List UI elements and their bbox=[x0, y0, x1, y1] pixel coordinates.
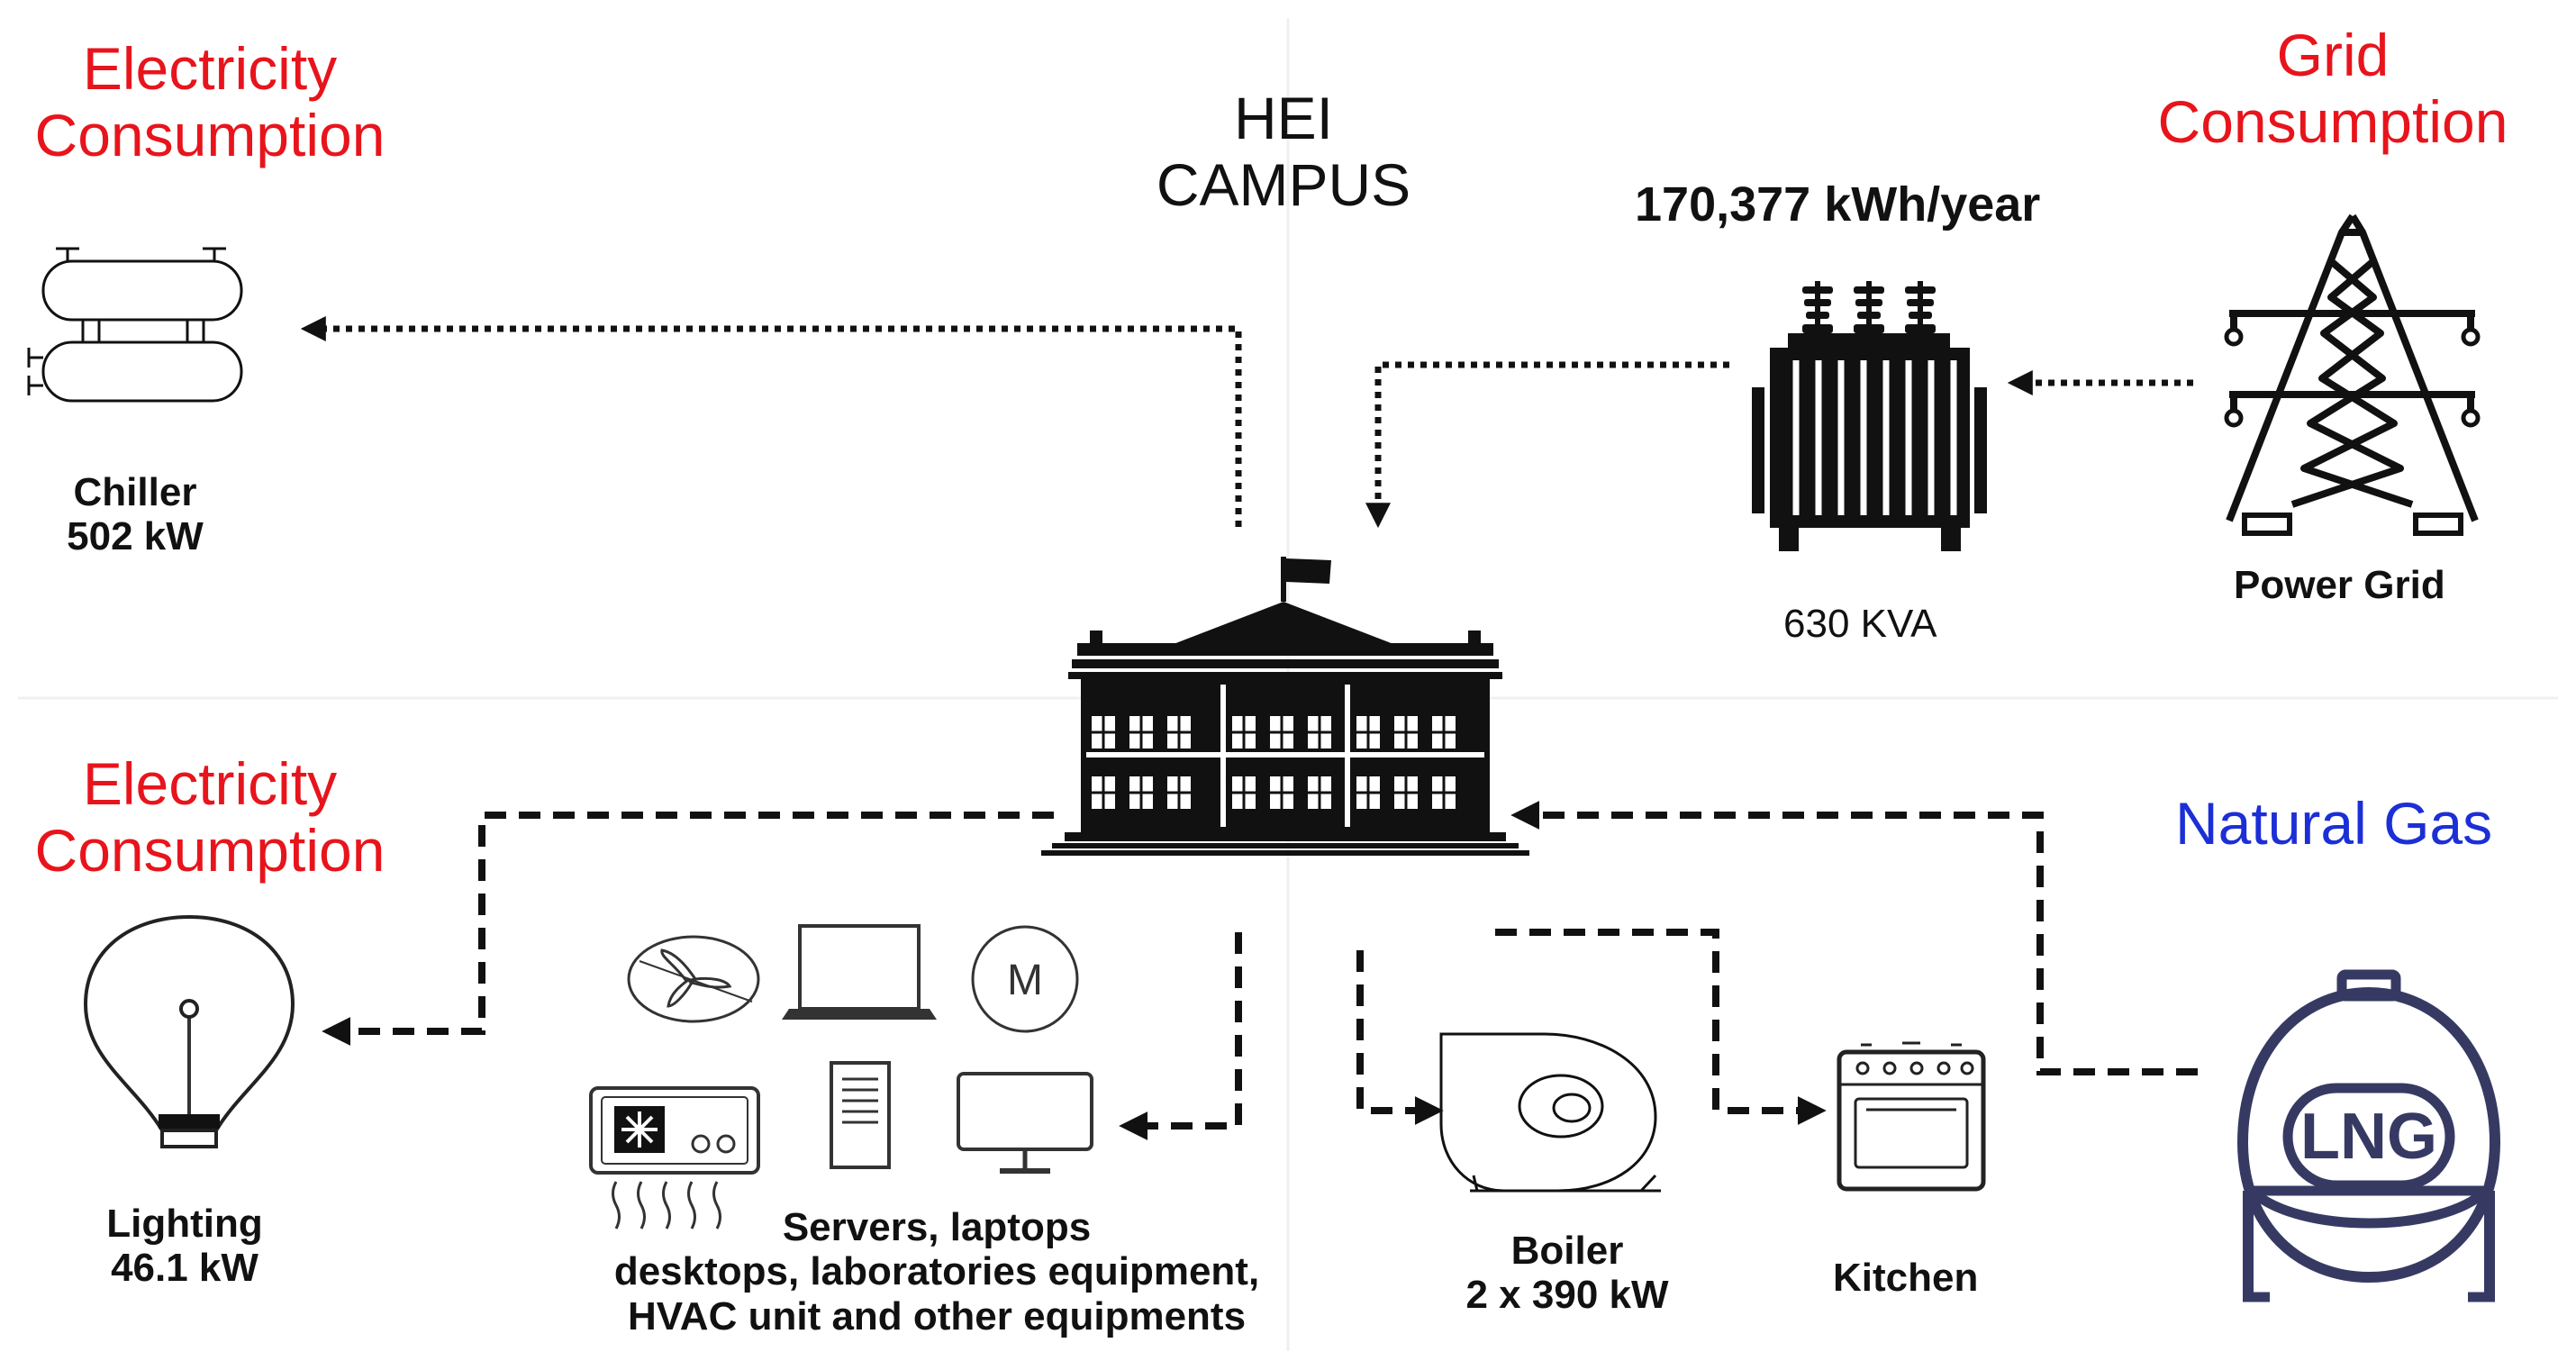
power-tower-icon bbox=[2224, 213, 2481, 536]
light-bulb-icon bbox=[83, 914, 295, 1148]
grid-consumption-value: 170,377 kWh/year bbox=[1635, 177, 2041, 231]
hvac-unit-icon bbox=[589, 1086, 760, 1229]
natural-gas-title: Natural Gas bbox=[2175, 790, 2493, 857]
fan-icon bbox=[627, 935, 760, 1023]
campus-to-equipment-arrow bbox=[1119, 932, 1242, 1140]
transformer-label: 630 KVA bbox=[1783, 602, 1937, 646]
kitchen-label: Kitchen bbox=[1833, 1256, 1979, 1300]
chiller-icon bbox=[27, 247, 243, 403]
svg-text:M: M bbox=[1007, 957, 1043, 1004]
campus-building-icon bbox=[1041, 557, 1529, 856]
campus-to-chiller-arrow bbox=[300, 316, 1242, 527]
lng-tank-icon: LNG bbox=[2236, 969, 2501, 1302]
campus-to-lighting-arrow bbox=[322, 812, 1054, 1046]
server-tower-icon bbox=[830, 1061, 891, 1169]
motor-icon: M bbox=[971, 925, 1079, 1033]
svg-text:LNG: LNG bbox=[2300, 1101, 2437, 1173]
lng-to-campus-arrow bbox=[1510, 801, 2198, 1075]
stove-icon bbox=[1837, 1041, 1986, 1192]
transformer-icon bbox=[1752, 281, 1987, 551]
laptop-icon bbox=[782, 924, 937, 1020]
gas-to-kitchen-arrow bbox=[1495, 929, 1827, 1125]
boiler-icon bbox=[1439, 1032, 1661, 1193]
power-grid-label: Power Grid bbox=[2234, 563, 2445, 607]
desktop-monitor-icon bbox=[957, 1072, 1093, 1174]
gas-to-boiler-arrow bbox=[1356, 950, 1444, 1125]
transformer-to-campus-arrow bbox=[1365, 361, 1729, 529]
